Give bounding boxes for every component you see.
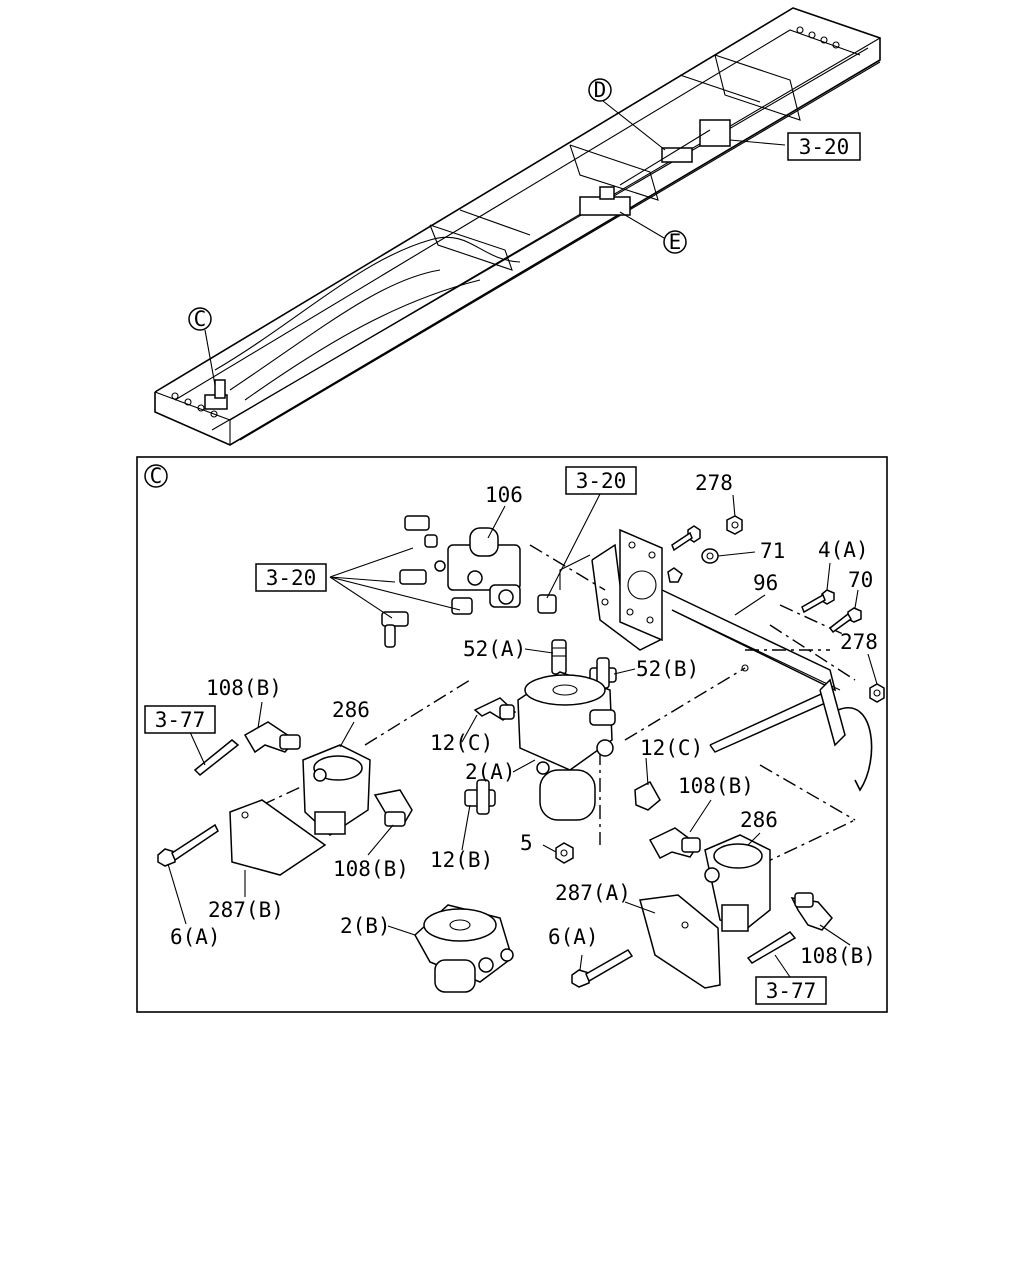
label-2b: 2(B)	[340, 914, 391, 938]
ref-box-3-20-top: 3-20	[565, 466, 637, 495]
ref-box-3-20-left: 3-20	[255, 563, 327, 592]
solenoid-valve-106	[434, 527, 521, 608]
chassis-frame-overview	[154, 7, 881, 446]
bolt-6a-left	[157, 823, 219, 867]
svg-text:3-77: 3-77	[766, 979, 817, 1003]
label-6a-left: 6(A)	[170, 925, 221, 949]
label-108b-upper-right: 108(B)	[678, 774, 754, 798]
label-71: 71	[760, 539, 785, 563]
callout-e-overview: E	[619, 211, 687, 254]
label-108b-lower-right: 108(B)	[800, 944, 876, 968]
label-52b: 52(B)	[636, 657, 699, 681]
label-12c-left: 12(C)	[430, 731, 493, 755]
label-2a: 2(A)	[465, 760, 516, 784]
label-108b-upper-left: 108(B)	[206, 676, 282, 700]
tee-fitting-52b	[589, 657, 617, 689]
svg-text:3-20: 3-20	[266, 566, 317, 590]
elbow-108b-lower-left	[373, 789, 413, 827]
pipe-3-77-left	[193, 739, 240, 777]
nut-278-lower	[869, 683, 885, 703]
label-6a-right: 6(A)	[548, 925, 599, 949]
elbow-108b-lower-right	[790, 892, 833, 931]
nut-5	[555, 842, 574, 864]
elbow-108b-upper-right	[648, 827, 701, 859]
callout-c-label: C	[194, 307, 207, 331]
ref-3-20-label: 3-20	[799, 135, 850, 159]
mounting-bracket	[559, 528, 873, 792]
label-96: 96	[753, 571, 778, 595]
detail-marker-c: C	[144, 464, 168, 488]
callout-e-label: E	[669, 230, 682, 254]
relay-valve-2a	[517, 671, 616, 821]
detail-panel-frame	[136, 456, 888, 1013]
callout-d-overview: D	[588, 78, 666, 151]
label-106: 106	[485, 483, 523, 507]
callout-d-label: D	[594, 78, 607, 102]
svg-text:C: C	[150, 464, 163, 488]
cover-287a	[639, 894, 721, 989]
fitting-12b	[464, 779, 496, 815]
bolt-70	[828, 607, 862, 634]
label-12b: 12(B)	[430, 848, 493, 872]
label-278-upper: 278	[695, 471, 733, 495]
elbow-fitting-12c-right	[634, 780, 661, 811]
ref-box-3-77-right: 3-77	[755, 976, 827, 1005]
nipple-52a	[551, 639, 567, 675]
cover-287b	[229, 799, 327, 876]
valve-286-right	[704, 834, 771, 932]
tee-fittings-upper	[381, 515, 557, 648]
label-12c-right: 12(C)	[640, 736, 703, 760]
label-70: 70	[848, 568, 873, 592]
ref-box-3-77-left: 3-77	[144, 705, 216, 734]
bolt-4a	[801, 589, 835, 614]
nut-278-upper	[726, 515, 743, 535]
elbow-fitting-12c-left	[473, 697, 517, 721]
label-52a: 52(A)	[463, 637, 526, 661]
label-108b-lower-left: 108(B)	[333, 857, 409, 881]
svg-text:3-77: 3-77	[155, 708, 206, 732]
washer-71	[701, 548, 719, 564]
pipe-3-77-right	[746, 931, 797, 964]
label-287b: 287(B)	[208, 898, 284, 922]
part-labels: 106 278 71 4(A) 96 70 278 52(A) 52(B) 10…	[170, 471, 878, 968]
label-5: 5	[520, 831, 533, 855]
label-4a: 4(A)	[818, 538, 869, 562]
bolt-top-bracket	[667, 525, 701, 583]
svg-text:3-20: 3-20	[576, 469, 627, 493]
elbow-108b-upper-left	[243, 721, 301, 754]
bolt-6a-right	[571, 949, 634, 988]
label-287a: 287(A)	[555, 881, 631, 905]
callout-c-overview: C	[188, 307, 216, 386]
label-286-right: 286	[740, 808, 778, 832]
leader-lines	[167, 493, 878, 978]
relay-valve-2b	[414, 904, 514, 993]
label-278-lower: 278	[840, 630, 878, 654]
ref-box-3-20-overview: 3-20	[787, 132, 861, 161]
label-286-left: 286	[332, 698, 370, 722]
valve-286-left	[302, 744, 371, 836]
